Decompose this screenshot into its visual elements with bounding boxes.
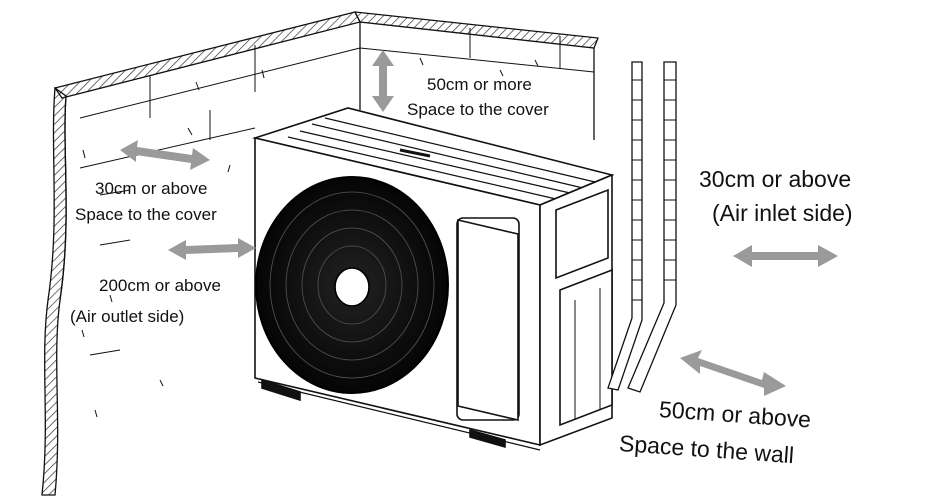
arrow-wall-clearance xyxy=(680,350,786,396)
pipe-outer-right xyxy=(627,61,677,393)
inlet-clearance-distance: 30cm or above xyxy=(699,166,852,192)
top-clearance-description: Space to the cover xyxy=(407,100,549,119)
inlet-clearance-description: (Air inlet side) xyxy=(712,200,853,226)
arrow-inlet-clearance xyxy=(733,245,838,267)
top-clearance-distance: 50cm or more xyxy=(427,75,532,94)
refrigerant-pipes xyxy=(607,61,677,393)
unit-foot-left xyxy=(261,378,301,402)
clearance-arrows xyxy=(120,50,838,396)
fan-hub xyxy=(334,267,370,307)
left-clearance-description: Space to the cover xyxy=(75,205,217,224)
outlet-clearance-description: (Air outlet side) xyxy=(70,307,185,326)
left-clearance-distance: 30cm or above xyxy=(95,179,208,198)
arrow-outlet-clearance xyxy=(168,238,256,260)
arrow-top-clearance xyxy=(372,50,394,112)
top-grille xyxy=(287,117,596,200)
fan-rings xyxy=(269,191,435,379)
pipe-outer-left xyxy=(607,61,643,391)
outlet-clearance-distance: 200cm or above xyxy=(99,276,221,295)
valve-cover-bottom xyxy=(559,268,613,427)
back-wall xyxy=(41,11,599,496)
outdoor-unit xyxy=(252,107,615,451)
arrow-left-clearance xyxy=(120,140,210,170)
valve-cover-top xyxy=(555,188,609,280)
unit-foot-right xyxy=(469,428,506,449)
